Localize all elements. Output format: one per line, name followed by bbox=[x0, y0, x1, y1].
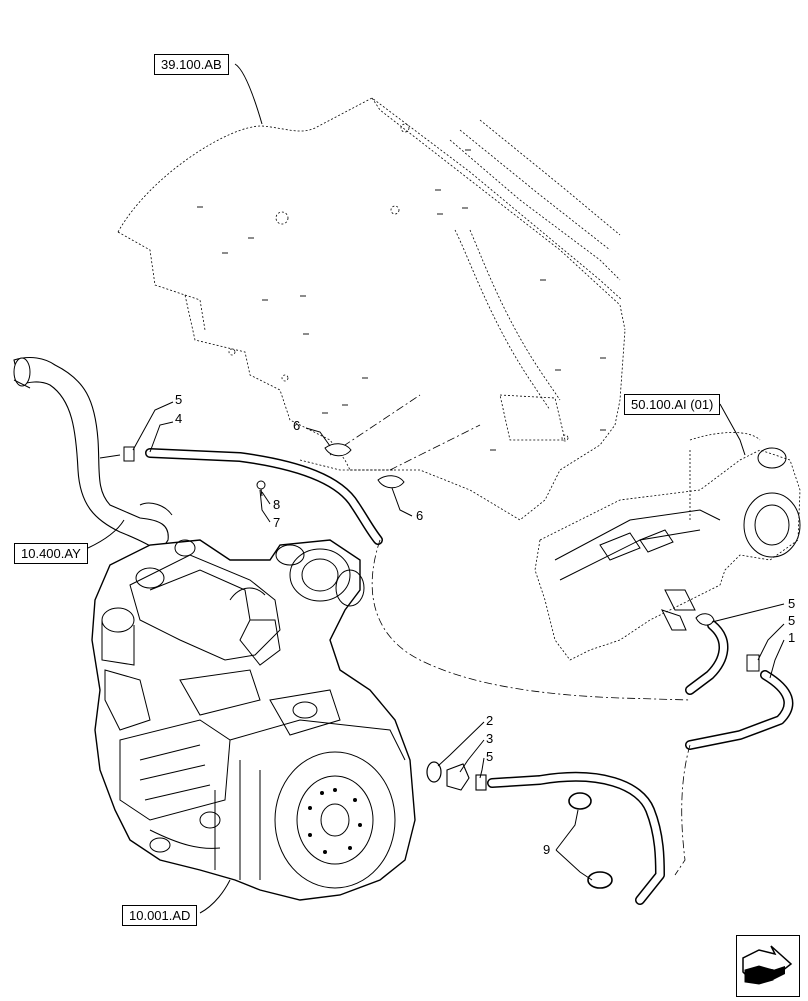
callout-3-elbow: 3 bbox=[486, 731, 494, 746]
callout-5-transmission-a: 5 bbox=[788, 596, 796, 611]
arrow-glyph-icon bbox=[742, 945, 793, 985]
callout-5-clamp-upper: 5 bbox=[175, 392, 183, 407]
callout-5-transmission-b: 5 bbox=[788, 613, 796, 628]
ref-cab-frame[interactable]: 39.100.AB bbox=[154, 54, 229, 75]
leader-lines bbox=[87, 63, 785, 914]
callout-5-lower-clamp: 5 bbox=[486, 749, 494, 764]
callout-4-hose-clamp: 4 bbox=[175, 411, 183, 426]
callout-2-fitting: 2 bbox=[486, 713, 494, 728]
callout-6-clamp-left: 6 bbox=[293, 418, 301, 433]
ref-transmission[interactable]: 50.100.AI (01) bbox=[624, 394, 721, 415]
callout-8-fitting: 8 bbox=[273, 497, 281, 512]
callout-9-hose-clamp: 9 bbox=[543, 842, 551, 857]
transmission-housing bbox=[534, 432, 801, 661]
callout-1-hose: 1 bbox=[788, 630, 796, 645]
callout-6-clamp-right: 6 bbox=[416, 508, 424, 523]
ref-engine[interactable]: 10.001.AD bbox=[122, 905, 198, 926]
hose-lines bbox=[145, 448, 794, 905]
ref-exhaust-pipe[interactable]: 10.400.AY bbox=[14, 543, 88, 564]
next-page-arrow-icon[interactable] bbox=[736, 935, 800, 997]
engine-block bbox=[91, 539, 416, 901]
clamps bbox=[99, 443, 760, 889]
callout-7-fitting: 7 bbox=[273, 515, 281, 530]
cab-frame-outline bbox=[117, 97, 626, 521]
